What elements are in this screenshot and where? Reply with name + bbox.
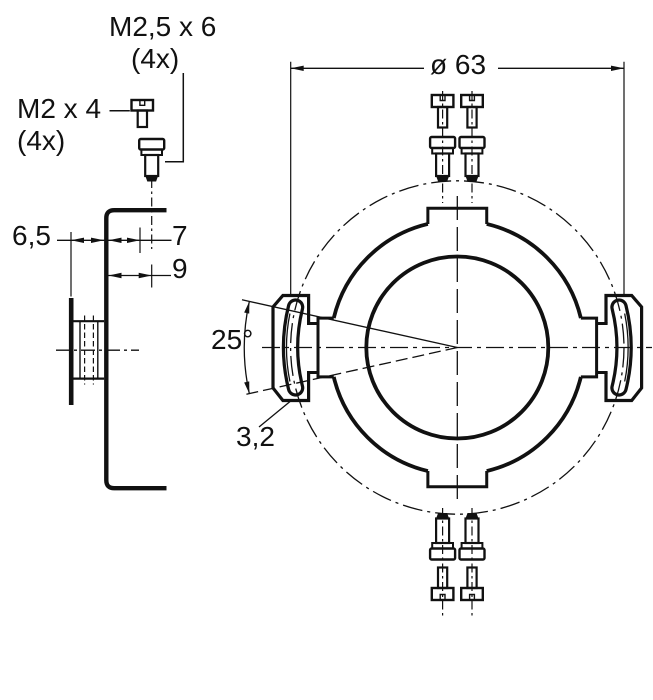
slot-width-leader [258, 398, 293, 428]
angle-arrow-bottom [244, 381, 250, 394]
side-view [56, 73, 185, 491]
dim-screw-offset: 9 [172, 253, 188, 284]
screw-m25x6-side [137, 137, 166, 182]
dim-slot-angle: 25° [211, 324, 254, 355]
front-view [241, 61, 652, 617]
dim-hole-offset: 7 [172, 220, 188, 251]
screws-bottom [428, 513, 486, 602]
angle-line-lower [241, 346, 458, 396]
label-screw-large: M2,5 x 6 [109, 11, 217, 42]
bracket-profile [104, 208, 167, 491]
dim-slot-width: 3,2 [236, 421, 275, 452]
cylinder-outline [73, 320, 105, 380]
label-screw-small-qty: (4x) [17, 125, 66, 156]
dim-diameter: ø 63 [430, 49, 487, 80]
dim-flange-offset: 6,5 [12, 220, 51, 251]
screws-top [428, 93, 486, 182]
cylinder-edges [79, 321, 99, 379]
leader-m25x6 [165, 73, 185, 163]
dia-arrow-left [290, 65, 304, 71]
screw-centerlines [442, 91, 473, 617]
angle-arrow-top [244, 301, 250, 314]
ring-outer-arcs [331, 222, 583, 473]
screw-m2x4-side [130, 98, 155, 129]
label-screw-small: M2 x 4 [17, 93, 102, 124]
label-screw-large-qty: (4x) [131, 43, 180, 74]
angle-line-upper [241, 299, 458, 349]
dim-arrows-side [71, 237, 152, 279]
dia-arrow-right [611, 65, 624, 71]
dia-extension-lines [290, 61, 625, 294]
